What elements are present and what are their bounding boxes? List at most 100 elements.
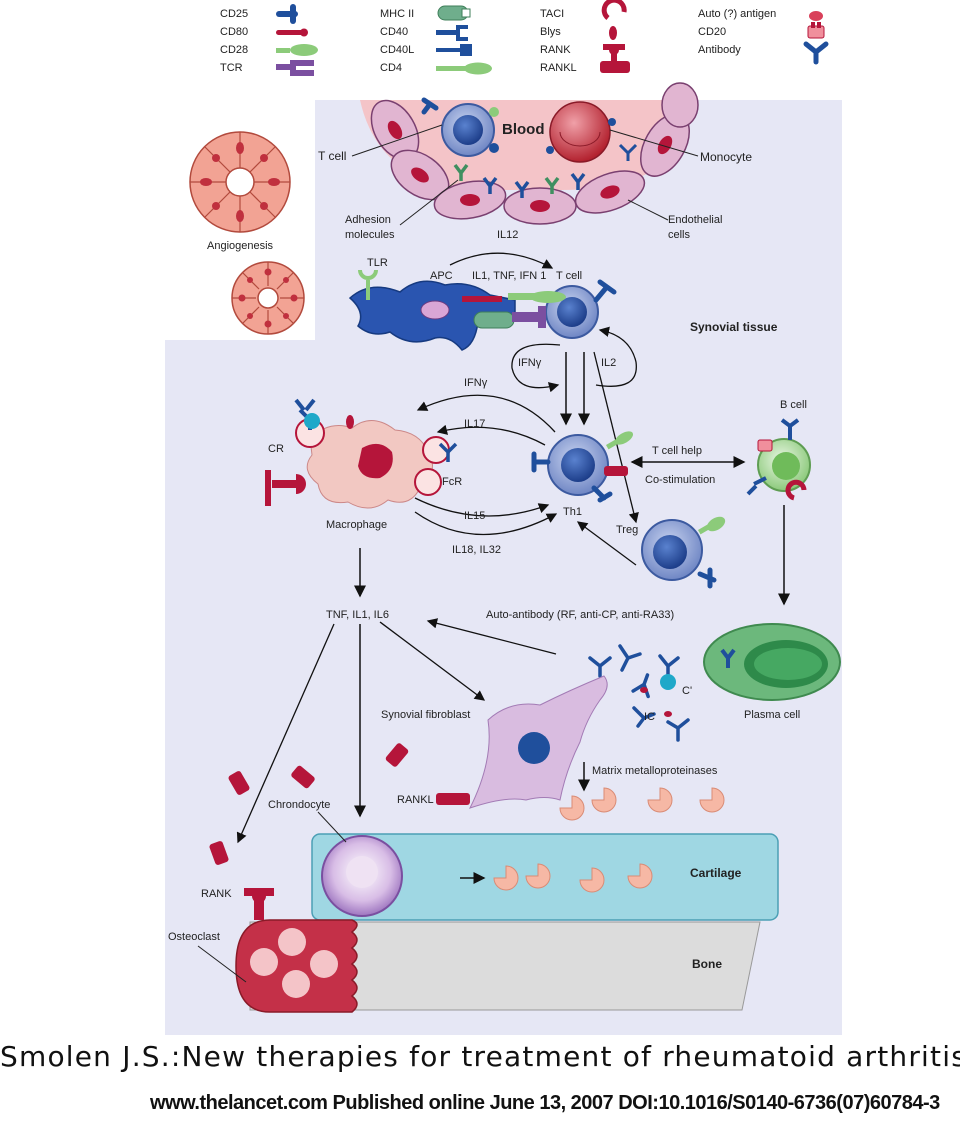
auto-antigen-icon — [809, 11, 823, 21]
adhesion-label-2: molecules — [345, 229, 395, 241]
il15-label: IL15 — [464, 510, 485, 522]
osteoclast-label: Osteoclast — [168, 931, 220, 943]
ifn-gamma-arrow — [416, 394, 556, 433]
il17-label: IL17 — [464, 418, 485, 430]
endothelial-nuclei — [387, 120, 673, 212]
treg-label: Treg — [616, 524, 638, 536]
il12-arrow — [449, 252, 554, 269]
antibody-icon — [803, 41, 829, 65]
b-cell-label: B cell — [780, 399, 807, 411]
fcr-label: FcR — [442, 476, 462, 488]
figure-citation: www.thelancet.com Published online June … — [150, 1092, 940, 1114]
endothelial-cell — [661, 82, 699, 128]
rank-label: RANK — [201, 888, 232, 900]
complement-icon — [660, 674, 676, 690]
vessel-t-cell — [421, 97, 499, 157]
legend-tcr: TCR — [220, 62, 243, 74]
il18-il32-label: IL18, IL32 — [452, 544, 501, 556]
ifn-gamma-arrow-label: IFNγ — [464, 377, 488, 389]
angiogenesis-vessel-small — [231, 261, 305, 335]
monocyte-label: Monocyte — [700, 150, 752, 164]
diagram: CD25 CD80 CD28 TCR MHC II CD40 CD40L CD4… — [165, 0, 842, 1035]
treg-arrow — [576, 521, 637, 566]
chondrocyte-cell — [321, 835, 403, 917]
cd40-icon — [436, 25, 468, 41]
adhesion-molecules — [453, 163, 586, 198]
t-cell-label-top: T cell — [318, 149, 346, 163]
plasma-cell — [703, 623, 841, 701]
apc-label: APC — [430, 270, 453, 282]
legend-cd20: CD20 — [698, 26, 726, 38]
osteoclast-cell — [235, 888, 358, 1013]
angiogenesis-vessel-large — [189, 131, 291, 233]
legend-cd25: CD25 — [220, 8, 248, 20]
figure-caption: Smolen J.S.:New therapies for treatment … — [0, 1040, 960, 1073]
leader — [609, 129, 699, 157]
legend-rank: RANK — [540, 44, 571, 56]
cd4-icon — [436, 62, 492, 75]
il12-label: IL12 — [497, 229, 518, 241]
c-prime-label: C' — [682, 685, 692, 697]
blood-label: Blood — [502, 121, 545, 138]
legend-cd40: CD40 — [380, 26, 408, 38]
cartilage-enzymes — [493, 863, 653, 893]
legend-cd4: CD4 — [380, 62, 402, 74]
il17-arrow — [436, 424, 546, 446]
endothelial-label-2: cells — [668, 229, 691, 241]
auto-antibody-arrow — [426, 618, 557, 655]
ifn-gamma-loop-label: IFNγ — [518, 357, 542, 369]
tlr-label: TLR — [367, 257, 388, 269]
t-cell-help-label: T cell help — [652, 445, 702, 457]
cd80-icon — [276, 28, 308, 37]
th1-label: Th1 — [563, 506, 582, 518]
blys-icon — [609, 26, 617, 40]
leader — [351, 124, 443, 157]
b-cell — [746, 418, 811, 501]
leader — [627, 199, 669, 221]
cd25-icon — [276, 4, 298, 24]
adhesion-label-1: Adhesion — [345, 214, 391, 226]
mhc2-icon — [437, 5, 471, 21]
legend-auto-antigen: Auto (?) antigen — [698, 8, 776, 20]
apc-cell — [348, 269, 516, 351]
taci-icon — [601, 0, 627, 20]
il2-label: IL2 — [601, 357, 616, 369]
auto-antibody-label: Auto-antibody (RF, anti-CP, anti-RA33) — [486, 609, 674, 621]
plasma-cell-label: Plasma cell — [744, 709, 800, 721]
t-cell-activated — [508, 279, 617, 339]
il15-arrow — [414, 497, 550, 517]
cd40l-icon — [436, 44, 472, 56]
bound-antigens — [640, 687, 672, 717]
bone-label: Bone — [692, 957, 722, 971]
mmp-label: Matrix metalloproteinases — [592, 765, 718, 777]
cd28-icon — [276, 44, 318, 56]
arrow-to-fibroblast — [379, 621, 486, 701]
arrow-to-osteoclast — [236, 623, 335, 844]
legend-mhc2: MHC II — [380, 8, 414, 20]
leader — [317, 811, 347, 843]
co-stimulation-label: Co-stimulation — [645, 474, 715, 486]
ic-label: IC — [644, 711, 655, 723]
endothelial-label-1: Endothelial — [668, 214, 722, 226]
chondrocyte-label: Chrondocyte — [268, 799, 330, 811]
rank-icon — [603, 44, 625, 62]
tcr-icon — [276, 60, 314, 76]
legend-rankl: RANKL — [540, 62, 577, 74]
angiogenesis-label: Angiogenesis — [207, 240, 274, 252]
vessel-monocyte — [546, 101, 638, 163]
legend-antibody: Antibody — [698, 44, 741, 56]
il1-tnf-ifn1-label: IL1, TNF, IFN 1 — [472, 270, 546, 282]
legend: CD25 CD80 CD28 TCR MHC II CD40 CD40L CD4… — [220, 0, 829, 76]
cd20-icon — [807, 22, 825, 39]
legend-cd40l: CD40L — [380, 44, 414, 56]
treg-cell — [641, 516, 726, 589]
cr-label: CR — [268, 443, 284, 455]
legend-cd28: CD28 — [220, 44, 248, 56]
rankl-label: RANKL — [397, 794, 434, 806]
synovial-fibroblast-label: Synovial fibroblast — [381, 709, 470, 721]
cartilage-label: Cartilage — [690, 866, 742, 880]
blood-vessel: Blood — [360, 82, 699, 225]
mmp-enzymes — [559, 787, 725, 821]
legend-taci: TACI — [540, 8, 564, 20]
rankl-icon — [600, 61, 630, 73]
